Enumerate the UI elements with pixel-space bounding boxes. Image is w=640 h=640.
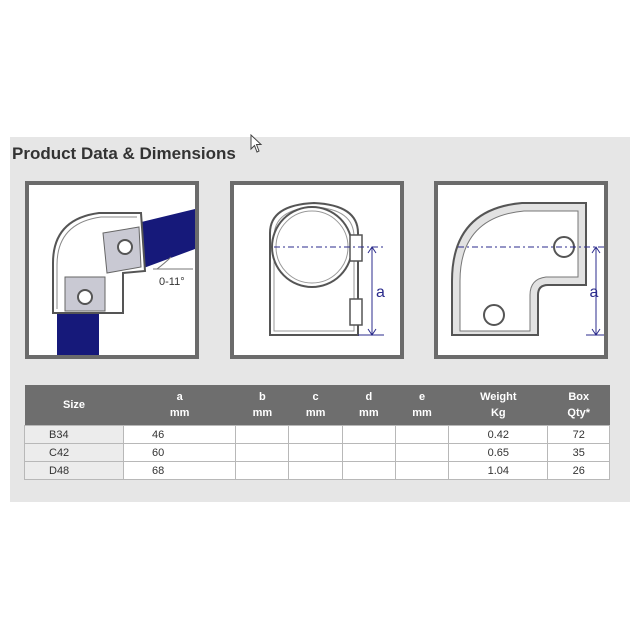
fitting-side-view-diagram: a — [230, 181, 404, 359]
elbow-with-pipes-diagram: 0-11° — [25, 181, 199, 359]
table-row: B34 46 0.42 72 — [24, 425, 610, 444]
section-title: Product Data & Dimensions — [12, 144, 236, 163]
cell-e — [394, 461, 450, 480]
cell-box-qty: 26 — [547, 461, 610, 480]
lower-screw-boss — [349, 298, 363, 326]
header-size: Size — [24, 385, 124, 426]
cell-a: 46 — [122, 425, 237, 444]
cell-a: 68 — [122, 461, 237, 480]
cell-box-qty: 35 — [547, 443, 610, 462]
mouse-cursor-icon — [250, 134, 263, 153]
cell-e — [394, 443, 450, 462]
table-row: D48 68 1.04 26 — [24, 461, 610, 480]
cell-size: C42 — [24, 443, 124, 462]
cell-b — [235, 425, 290, 444]
cell-d — [341, 425, 396, 444]
cell-c — [288, 443, 343, 462]
cell-c — [288, 425, 343, 444]
angle-label: 0-11° — [159, 276, 185, 288]
angled-pipe — [129, 209, 195, 269]
cell-c — [288, 461, 343, 480]
dimension-label: a — [376, 284, 385, 301]
cell-e — [394, 425, 450, 444]
cell-size: D48 — [24, 461, 124, 480]
cell-b — [235, 443, 290, 462]
cell-size: B34 — [24, 425, 124, 444]
upper-set-screw — [117, 239, 133, 255]
lower-set-screw — [77, 289, 93, 305]
cell-b — [235, 461, 290, 480]
cell-weight: 0.42 — [448, 425, 549, 444]
cell-d — [341, 461, 396, 480]
cell-d — [341, 443, 396, 462]
cell-weight: 0.65 — [448, 443, 549, 462]
cell-a: 60 — [122, 443, 237, 462]
lower-set-screw — [483, 304, 505, 326]
cell-box-qty: 72 — [547, 425, 610, 444]
upper-screw-boss — [349, 234, 363, 262]
dimension-label: a — [590, 284, 599, 301]
cell-weight: 1.04 — [448, 461, 549, 480]
fitting-section-view-diagram: a — [434, 181, 608, 359]
table-row: C42 60 0.65 35 — [24, 443, 610, 462]
